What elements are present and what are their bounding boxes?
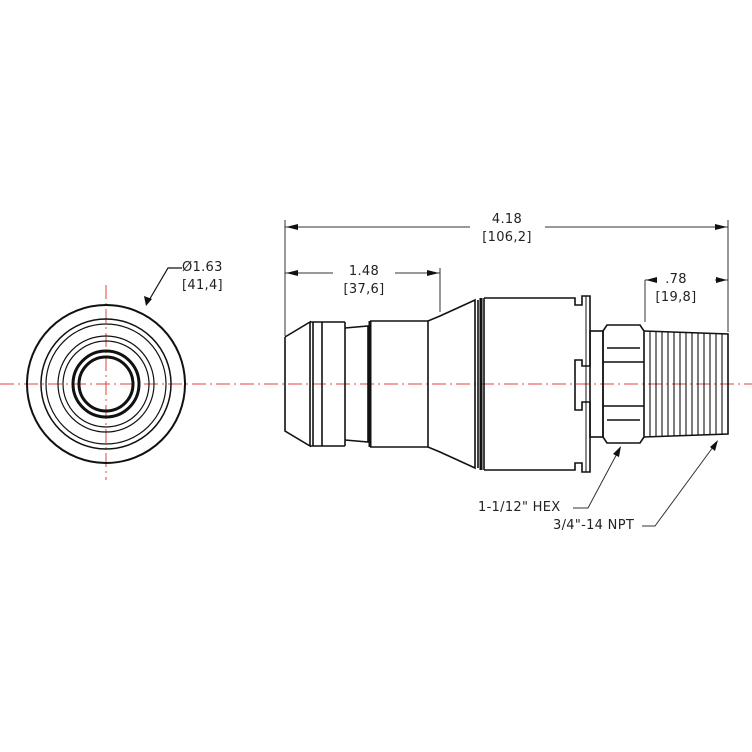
diameter-leader [147, 267, 182, 303]
thread-length-in: .78 [665, 272, 687, 287]
overall-length-in: 4.18 [491, 212, 523, 227]
side-view [284, 295, 729, 473]
nose-length-in: 1.48 [348, 264, 380, 279]
end-view [26, 304, 186, 464]
nose-length-mm: [37,6] [343, 282, 385, 297]
centerlines [0, 285, 752, 480]
thread-length-mm: [19,8] [655, 290, 697, 305]
diameter-in: Ø1.63 [182, 260, 223, 275]
thread-callout: 3/4"-14 NPT [553, 518, 635, 533]
diameter-mm: [41,4] [182, 278, 223, 293]
arrowheads [286, 224, 727, 457]
dimension-lines [284, 220, 729, 527]
overall-length-mm: [106,2] [482, 230, 532, 245]
hex-callout: 1-1/12" HEX [478, 500, 561, 515]
thread-lines [649, 331, 723, 437]
